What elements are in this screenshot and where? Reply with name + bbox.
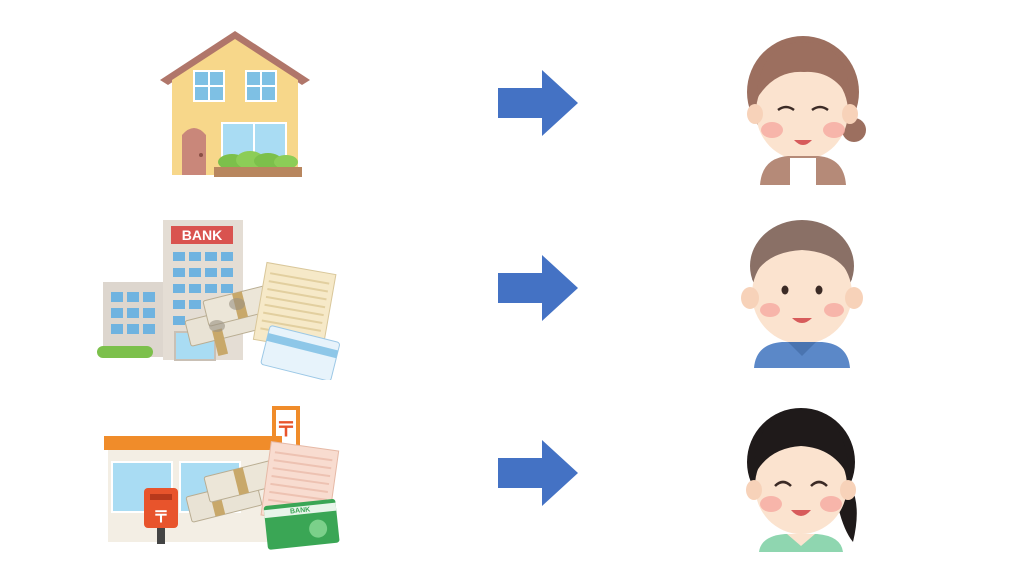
middle-aged-woman-illustration bbox=[746, 408, 857, 552]
post-office-savings-illustration: 〒 〒 bbox=[104, 406, 340, 550]
svg-text:〒: 〒 bbox=[153, 509, 169, 526]
arrow-right-icon bbox=[498, 440, 578, 506]
passbook-label: BANK bbox=[290, 506, 311, 515]
middle-aged-man-illustration bbox=[741, 220, 863, 368]
bank-sign-label: BANK bbox=[182, 227, 222, 243]
house-illustration bbox=[160, 31, 310, 177]
elderly-woman-illustration bbox=[747, 36, 866, 185]
arrow-right-icon bbox=[498, 255, 578, 321]
svg-text:〒: 〒 bbox=[276, 419, 296, 441]
bank-savings-illustration: BANK bbox=[97, 220, 340, 380]
arrow-right-icon bbox=[498, 70, 578, 136]
